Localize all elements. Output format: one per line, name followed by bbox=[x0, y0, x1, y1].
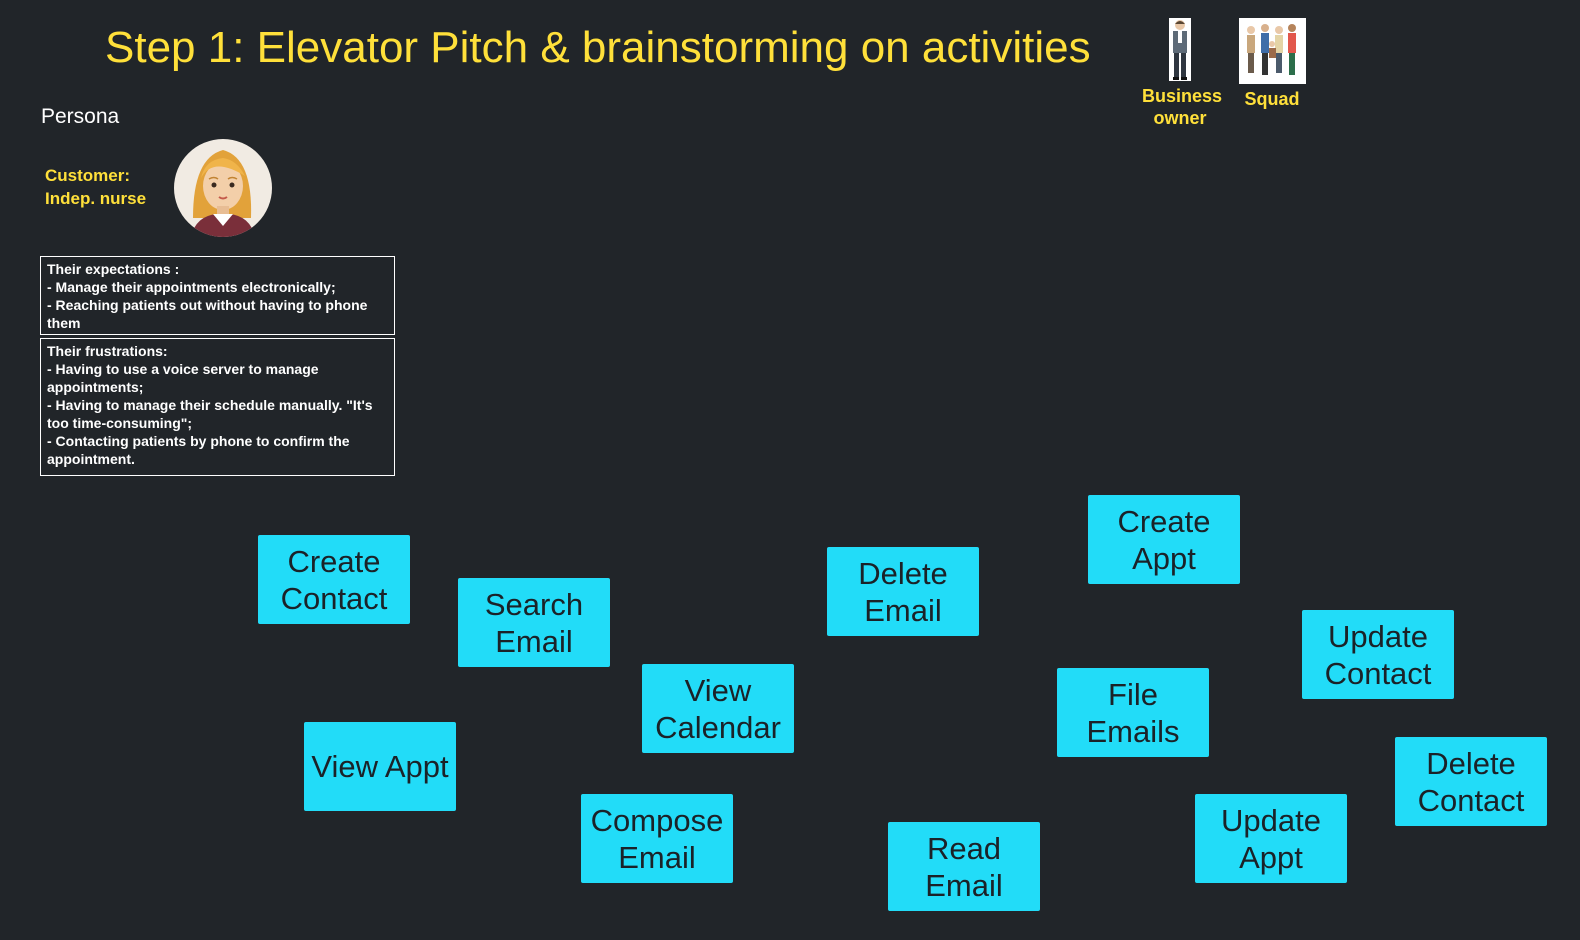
frustrations-box: Their frustrations: - Having to use a vo… bbox=[40, 338, 395, 476]
expectation-item: - Manage their appointments electronical… bbox=[47, 279, 336, 295]
sticky-compose-email[interactable]: Compose Email bbox=[581, 794, 733, 883]
sticky-label: Create Contact bbox=[280, 543, 388, 616]
business-owner-figure-icon bbox=[1169, 18, 1191, 81]
sticky-label: Compose Email bbox=[590, 802, 724, 875]
sticky-label: Search Email bbox=[484, 586, 584, 659]
frustrations-heading: Their frustrations: bbox=[47, 343, 168, 359]
sticky-file-emails[interactable]: File Emails bbox=[1057, 668, 1209, 757]
customer-type: Customer: bbox=[45, 166, 131, 185]
persona-heading: Persona bbox=[41, 105, 120, 128]
customer-role: Indep. nurse bbox=[45, 189, 147, 208]
sticky-search-email[interactable]: Search Email bbox=[458, 578, 610, 667]
sticky-label: Delete Contact bbox=[1417, 745, 1525, 818]
frustration-item: - Having to manage their schedule manual… bbox=[47, 397, 373, 431]
sticky-label: Update Appt bbox=[1221, 802, 1321, 875]
sticky-label: Update Contact bbox=[1324, 618, 1432, 691]
sticky-label: Create Appt bbox=[1117, 503, 1211, 576]
role-business-owner: Business owner bbox=[1142, 18, 1223, 129]
sticky-read-email[interactable]: Read Email bbox=[888, 822, 1040, 911]
sticky-label: Delete Email bbox=[858, 555, 948, 628]
sticky-label: File Emails bbox=[1086, 676, 1180, 749]
sticky-update-contact[interactable]: Update Contact bbox=[1302, 610, 1454, 699]
sticky-label: View Calendar bbox=[655, 672, 781, 745]
expectations-heading: Their expectations : bbox=[47, 261, 180, 277]
expectation-item: - Reaching patients out without having t… bbox=[47, 297, 368, 331]
sticky-view-calendar[interactable]: View Calendar bbox=[642, 664, 794, 753]
sticky-view-appt[interactable]: View Appt bbox=[304, 722, 456, 811]
sticky-create-contact[interactable]: Create Contact bbox=[258, 535, 410, 624]
role-label: Business owner bbox=[1142, 86, 1223, 128]
nurse-avatar-icon bbox=[173, 138, 273, 238]
customer-label: Customer: Indep. nurse bbox=[45, 164, 146, 210]
sticky-label: Read Email bbox=[925, 830, 1003, 903]
role-squad: Squad bbox=[1238, 18, 1306, 110]
sticky-update-appt[interactable]: Update Appt bbox=[1195, 794, 1347, 883]
sticky-label: View Appt bbox=[311, 749, 449, 784]
frustration-item: - Contacting patients by phone to confir… bbox=[47, 433, 350, 467]
sticky-delete-contact[interactable]: Delete Contact bbox=[1395, 737, 1547, 826]
role-label: Squad bbox=[1244, 89, 1300, 109]
sticky-delete-email[interactable]: Delete Email bbox=[827, 547, 979, 636]
squad-group-icon bbox=[1238, 18, 1306, 84]
frustration-item: - Having to use a voice server to manage… bbox=[47, 361, 319, 395]
page-title: Step 1: Elevator Pitch & brainstorming o… bbox=[105, 23, 1091, 72]
expectations-box: Their expectations : - Manage their appo… bbox=[40, 256, 395, 335]
sticky-create-appt[interactable]: Create Appt bbox=[1088, 495, 1240, 584]
